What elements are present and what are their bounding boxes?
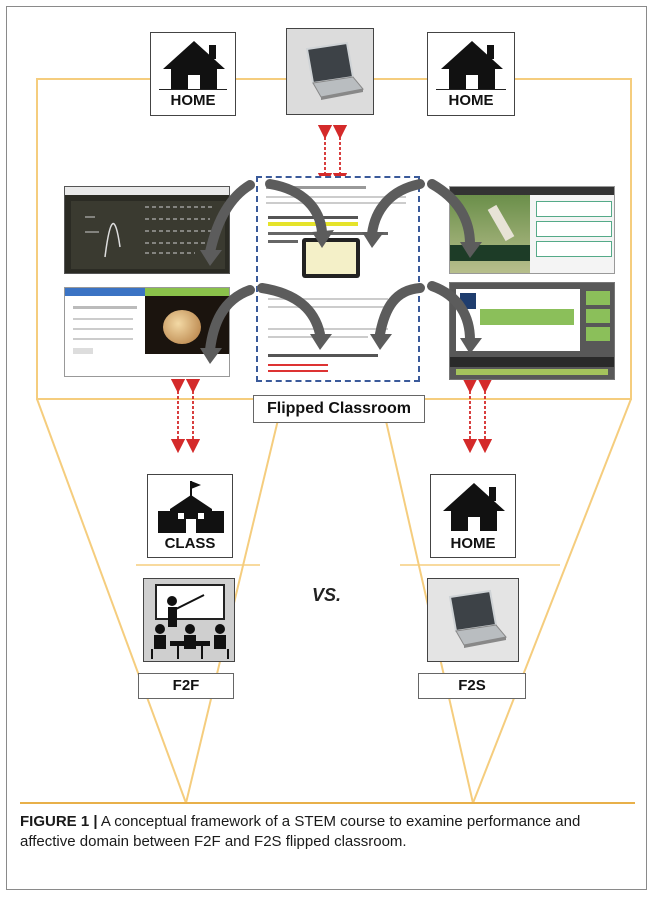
house-icon <box>441 41 503 89</box>
figure-frame <box>6 6 647 890</box>
home-label: HOME <box>436 89 506 109</box>
laptop-icon <box>448 589 507 648</box>
left-funnel-left <box>36 398 187 804</box>
chalkboard-video-screenshot <box>64 186 230 274</box>
class-label: CLASS <box>164 535 216 552</box>
figure-caption: FIGURE 1 | A conceptual framework of a S… <box>20 802 635 852</box>
figure-caption-text: A conceptual framework of a STEM course … <box>20 813 581 850</box>
laptop-top-box <box>286 28 374 115</box>
f2f-image-box <box>143 578 235 662</box>
home-top-left-box: HOME <box>150 32 236 116</box>
presentation-screenshot <box>449 282 615 380</box>
right-funnel-right <box>472 398 632 804</box>
f2s-image-box <box>427 578 519 662</box>
video-quiz-screenshot <box>449 186 615 274</box>
home-label: HOME <box>159 89 227 109</box>
vs-label: VS. <box>312 585 342 605</box>
house-icon <box>163 41 225 89</box>
red-double-arrows <box>170 124 493 454</box>
teacher-classroom-icon <box>151 584 229 659</box>
home-label: HOME <box>450 535 496 552</box>
home-top-right-box: HOME <box>427 32 515 116</box>
course-page-screenshot <box>256 176 420 382</box>
f2f-label: F2F <box>138 673 234 699</box>
school-icon <box>158 481 224 533</box>
flipped-classroom-label: Flipped Classroom <box>253 395 425 423</box>
f2s-label: F2S <box>418 673 526 699</box>
house-icon <box>443 483 505 531</box>
figure-label: FIGURE 1 | <box>20 813 98 830</box>
laptop-icon <box>305 41 364 100</box>
quiz-planets-screenshot <box>64 287 230 377</box>
home-bottom-box: HOME <box>430 474 516 558</box>
class-box: CLASS <box>147 474 233 558</box>
